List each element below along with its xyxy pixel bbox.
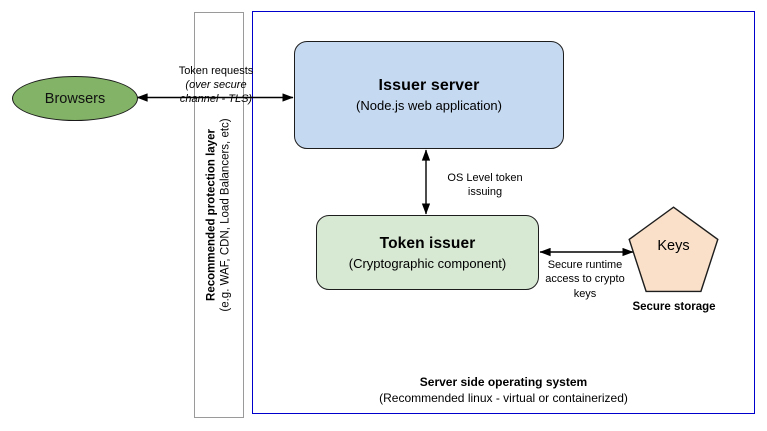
node-keys-caption: Secure storage (632, 301, 716, 313)
node-keys[interactable] (628, 206, 719, 296)
node-browsers[interactable]: Browsers (12, 76, 138, 121)
secure-runtime-line2: access to crypto (545, 273, 625, 286)
node-token-issuer-title: Token issuer (379, 234, 476, 252)
token-requests-line2: (over secure (185, 79, 247, 92)
token-requests-line1: Token requests (178, 65, 254, 77)
node-issuer-server-subtitle: (Node.js web application) (356, 98, 502, 113)
os-boundary-box (252, 11, 755, 414)
node-issuer-server[interactable]: Issuer server (Node.js web application) (294, 41, 564, 149)
connector-label-secure-runtime-access: Secure runtime access to crypto keys (540, 258, 630, 301)
pentagon-icon (628, 206, 719, 293)
connector-label-os-level-token-issuing: OS Level token issuing (430, 171, 540, 200)
node-token-issuer-subtitle: (Cryptographic component) (348, 255, 507, 271)
os-level-line1: OS Level token (447, 172, 523, 184)
os-caption-title: Server side operating system (419, 375, 588, 389)
protection-layer-subtitle: (e.g. WAF, CDN, Load Balancers, etc) (220, 118, 232, 312)
node-browsers-label: Browsers (44, 90, 106, 107)
os-level-line2: issuing (467, 186, 503, 199)
secure-runtime-line3: keys (573, 287, 597, 300)
protection-layer-title: Recommended protection layer (205, 129, 218, 301)
node-token-issuer[interactable]: Token issuer (Cryptographic component) (316, 215, 539, 290)
os-boundary-caption: Server side operating system (Recommende… (255, 374, 752, 406)
protection-layer-box: Recommended protection layer (e.g. WAF, … (194, 12, 244, 418)
secure-runtime-line1: Secure runtime (547, 259, 623, 271)
os-caption-subtitle: (Recommended linux - virtual or containe… (379, 391, 628, 406)
connector-label-token-requests: Token requests (over secure channel - TL… (160, 64, 272, 106)
protection-layer-text: Recommended protection layer (e.g. WAF, … (205, 118, 234, 311)
node-issuer-server-title: Issuer server (378, 77, 480, 94)
node-keys-label: Keys (657, 238, 690, 254)
token-requests-line3: channel - TLS) (179, 93, 253, 106)
